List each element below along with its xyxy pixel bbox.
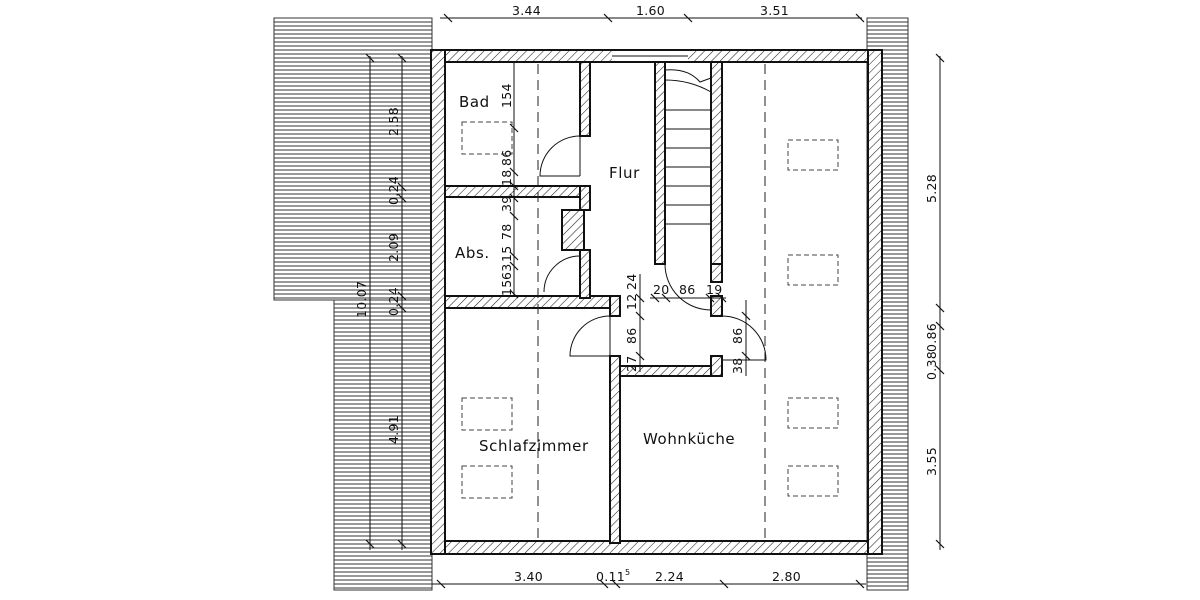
dim-door-86b: 86: [730, 327, 745, 344]
dim-left-024a: 0.24: [386, 176, 401, 205]
dim-abs-78: 78: [499, 223, 514, 240]
dim-door-86a: 86: [624, 327, 639, 344]
dim-left-024b: 0.24: [386, 287, 401, 316]
roof-overhang-left-lower: [333, 299, 433, 591]
dim-stair-19: 19: [706, 282, 723, 297]
dim-right-355: 3.55: [924, 447, 939, 476]
dim-left-209: 2.09: [386, 233, 401, 262]
dim-abs-63: 63: [499, 263, 514, 280]
doors: [539, 135, 767, 361]
dim-top-mid: 1.60: [636, 3, 665, 18]
dim-abs-39: 39: [499, 195, 514, 212]
dim-bottom-right: 2.80: [772, 569, 801, 584]
skylights: [461, 121, 839, 499]
dim-left-258: 2.58: [386, 107, 401, 136]
dim-bad-154: 154: [499, 83, 514, 108]
dim-door-38: 38: [730, 357, 745, 374]
dim-top-left: 3.44: [512, 3, 541, 18]
room-label-bad: Bad: [459, 93, 490, 111]
dim-flur-12: 12: [624, 293, 639, 310]
dim-bottom-mid: 2.24: [655, 569, 684, 584]
dim-abs-15b: 15: [499, 279, 514, 296]
dim-bottom-left: 3.40: [514, 569, 543, 584]
dim-door-27: 27: [624, 355, 639, 372]
dim-bottom-011: 0.115: [596, 568, 630, 584]
room-label-wohnkueche: Wohnküche: [643, 430, 735, 448]
dim-stair-20: 20: [653, 282, 670, 297]
dim-abs-15a: 15: [499, 245, 514, 262]
dimension-lines: [365, 13, 945, 589]
dim-right-528: 5.28: [924, 174, 939, 203]
dim-bad-86: 86: [499, 149, 514, 166]
roof-overhang-left-upper: [273, 17, 433, 301]
room-label-abs: Abs.: [455, 244, 490, 262]
dim-stair-86: 86: [679, 282, 696, 297]
dim-right-086: 0.86: [924, 323, 939, 352]
room-label-flur: Flur: [609, 164, 640, 182]
room-label-schlafzimmer: Schlafzimmer: [479, 437, 589, 455]
dim-bad-18: 18: [499, 169, 514, 186]
dim-left-491: 4.91: [386, 415, 401, 444]
interior-walls: [444, 61, 723, 544]
dim-flur-24: 24: [624, 273, 639, 290]
dim-top-right: 3.51: [760, 3, 789, 18]
dim-right-038: 0.38: [924, 351, 939, 380]
staircase: [664, 69, 712, 225]
dim-left-total: 10.07: [354, 281, 369, 318]
